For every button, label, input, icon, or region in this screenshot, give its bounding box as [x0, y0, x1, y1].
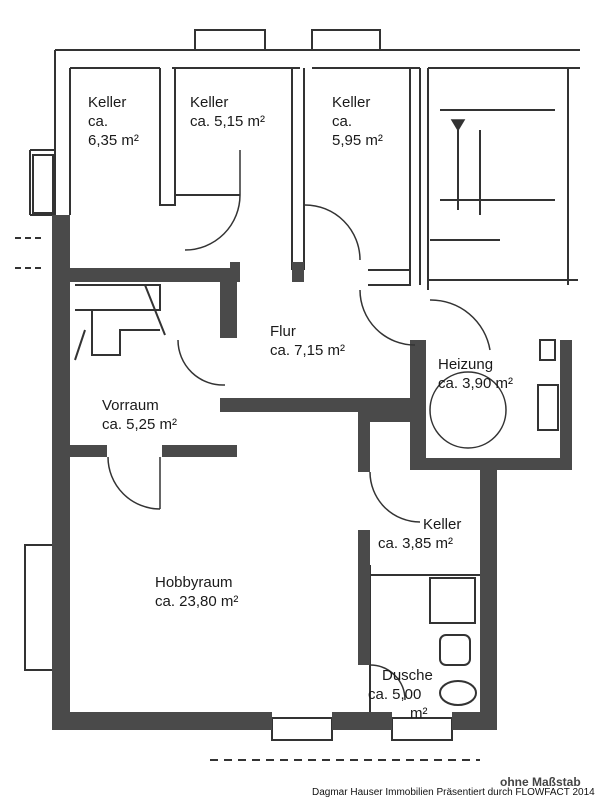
room-area: ca. 5,25 m² [102, 416, 178, 433]
room-label-dusche: Dusche ca. 5,00 m² [368, 666, 433, 723]
room-area: ca. 5,00 [368, 686, 422, 703]
room-label-vorraum: Vorraum ca. 5,25 m² [102, 396, 177, 434]
scale-note: ohne Maßstab [500, 775, 581, 789]
room-area: ca. 23,80 m² [155, 593, 239, 610]
room-name: Dusche [382, 667, 433, 684]
door-swings [107, 119, 507, 701]
thin-walls [15, 29, 580, 761]
room-name: Vorraum [102, 397, 159, 414]
room-area: ca. [88, 113, 109, 130]
room-name: Keller [88, 94, 127, 111]
room-area: ca. 7,15 m² [270, 342, 346, 359]
room-label-hobbyraum: Hobbyraum ca. 23,80 m² [155, 573, 238, 611]
room-area: m² [410, 705, 428, 722]
room-name: Keller [332, 94, 371, 111]
room-area: ca. 5,15 m² [190, 113, 266, 130]
room-label-keller-3: Keller ca. 5,95 m² [332, 93, 383, 150]
room-name: Flur [270, 323, 296, 340]
thick-walls [52, 215, 572, 730]
footer-credit: Dagmar Hauser Immobilien Präsentiert dur… [312, 787, 595, 798]
room-area: ca. 3,85 m² [378, 535, 454, 552]
room-area: 6,35 m² [88, 132, 139, 149]
room-name: Keller [190, 94, 229, 111]
room-name: Hobbyraum [155, 574, 233, 591]
room-area: ca. 3,90 m² [438, 375, 514, 392]
room-label-flur: Flur ca. 7,15 m² [270, 322, 345, 360]
room-label-keller-2: Keller ca. 5,15 m² [190, 93, 265, 131]
room-name: Keller [423, 516, 462, 533]
room-label-keller-1: Keller ca. 6,35 m² [88, 93, 139, 150]
room-label-keller-4: Keller ca. 3,85 m² [378, 515, 461, 553]
room-name: Heizung [438, 356, 494, 373]
room-area: 5,95 m² [332, 132, 383, 149]
room-area: ca. [332, 113, 353, 130]
room-label-heizung: Heizung ca. 3,90 m² [438, 355, 513, 393]
